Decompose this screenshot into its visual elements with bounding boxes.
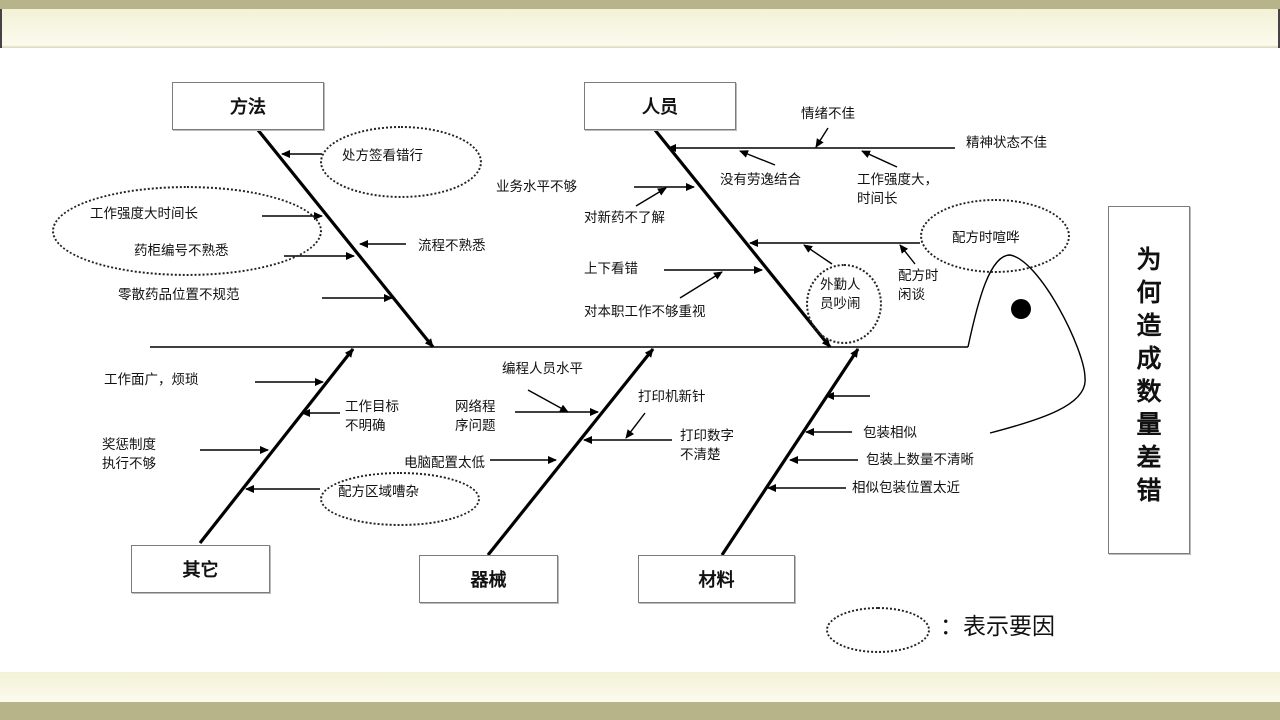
bottom-decor-band <box>0 672 1280 720</box>
category-people-box: 人员 <box>584 82 736 130</box>
key-cause-ellipse-noisy-dispensing <box>920 199 1070 273</box>
arrow-not-valuing <box>679 271 723 299</box>
bone-people <box>653 128 832 349</box>
key-cause-ellipse-workload-cabinet <box>52 186 322 276</box>
category-material-label: 材料 <box>698 570 735 591</box>
arrow-printer-pins <box>625 412 646 439</box>
cause-incentive-not-enforced: 奖惩制度 执行不够 <box>102 437 156 472</box>
cause-low-pc-config: 电脑配置太低 <box>404 455 485 471</box>
bone-material <box>720 348 860 556</box>
bone-equipment <box>486 347 655 557</box>
arrow-intensity <box>861 150 898 168</box>
cause-unclear-package-quantity: 包装上数量不清晰 <box>866 452 974 468</box>
cause-cabinet-code-unfamiliar: 药柜编号不熟悉 <box>134 243 229 259</box>
cause-bad-mood: 情绪不佳 <box>801 106 855 122</box>
cause-high-intensity-long-hours: 工作强度大， 时间长 <box>857 172 938 207</box>
bone-method <box>256 128 435 349</box>
cause-unclear-work-goals: 工作目标 不明确 <box>345 399 399 434</box>
cause-reading-wrong: 上下看错 <box>584 261 638 277</box>
cause-broad-tedious-work: 工作面广，烦琐 <box>104 372 199 388</box>
cause-process-unfamiliar: 流程不熟悉 <box>418 238 486 254</box>
cause-loose-drug-placement: 零散药品位置不规范 <box>118 287 240 303</box>
cause-poor-mental-state: 精神状态不佳 <box>966 135 1047 151</box>
category-method-label: 方法 <box>230 97 266 118</box>
cause-similar-packages-close: 相似包装位置太近 <box>852 480 960 496</box>
category-equipment-box: 器械 <box>419 555 558 603</box>
top-decor-band <box>0 0 1280 48</box>
cause-unclear-printed-digits: 打印数字 不清楚 <box>680 428 734 463</box>
arrow-new-drugs <box>635 187 667 207</box>
category-people-label: 人员 <box>642 97 678 118</box>
arrow-no-work-rest <box>739 150 776 166</box>
bone-other <box>198 348 355 544</box>
category-method-box: 方法 <box>172 82 324 130</box>
cause-printer-new-pins: 打印机新针 <box>638 389 706 405</box>
cause-unfamiliar-new-drugs: 对新药不了解 <box>584 210 665 226</box>
fish-eye <box>1011 299 1031 319</box>
cause-network-program-issue: 网络程 序问题 <box>455 399 496 434</box>
category-equipment-label: 器械 <box>470 570 507 591</box>
cause-not-valuing-job: 对本职工作不够重视 <box>584 304 706 320</box>
cause-high-workload-long-hours: 工作强度大时间长 <box>90 206 198 222</box>
arrow-programmer <box>527 389 569 413</box>
cause-similar-packaging: 包装相似 <box>863 425 917 441</box>
cause-noisy-dispensing-area: 配方区域嘈杂 <box>338 484 419 500</box>
legend-ellipse <box>826 607 930 653</box>
arrow-chatting <box>899 244 916 265</box>
key-cause-ellipse-noisy-area <box>320 472 480 526</box>
cause-no-work-rest-balance: 没有劳逸结合 <box>720 172 801 188</box>
cause-field-staff-noise: 外勤人 员吵闹 <box>820 277 861 312</box>
cause-programmer-skill: 编程人员水平 <box>502 361 583 377</box>
effect-box: 为 何 造 成 数 量 差 错 <box>1108 206 1190 554</box>
category-other-box: 其它 <box>131 545 270 593</box>
effect-title: 为 何 造 成 数 量 差 错 <box>1136 245 1162 505</box>
category-material-box: 材料 <box>638 555 795 603</box>
key-cause-ellipse-field-staff <box>806 264 882 344</box>
cause-low-skill-level: 业务水平不够 <box>496 179 577 195</box>
fish-head-curve <box>967 254 1086 434</box>
cause-chatting-while-dispensing: 配方时 闲谈 <box>898 268 939 303</box>
legend-label: ：表示要因 <box>940 614 1055 640</box>
cause-prescription-misread: 处方签看错行 <box>342 148 423 164</box>
arrow-field-staff <box>803 244 833 265</box>
key-cause-ellipse-prescription <box>320 126 482 198</box>
arrow-bad-mood <box>815 127 829 148</box>
cause-noisy-while-dispensing: 配方时喧哗 <box>952 230 1020 246</box>
category-other-label: 其它 <box>182 560 219 581</box>
